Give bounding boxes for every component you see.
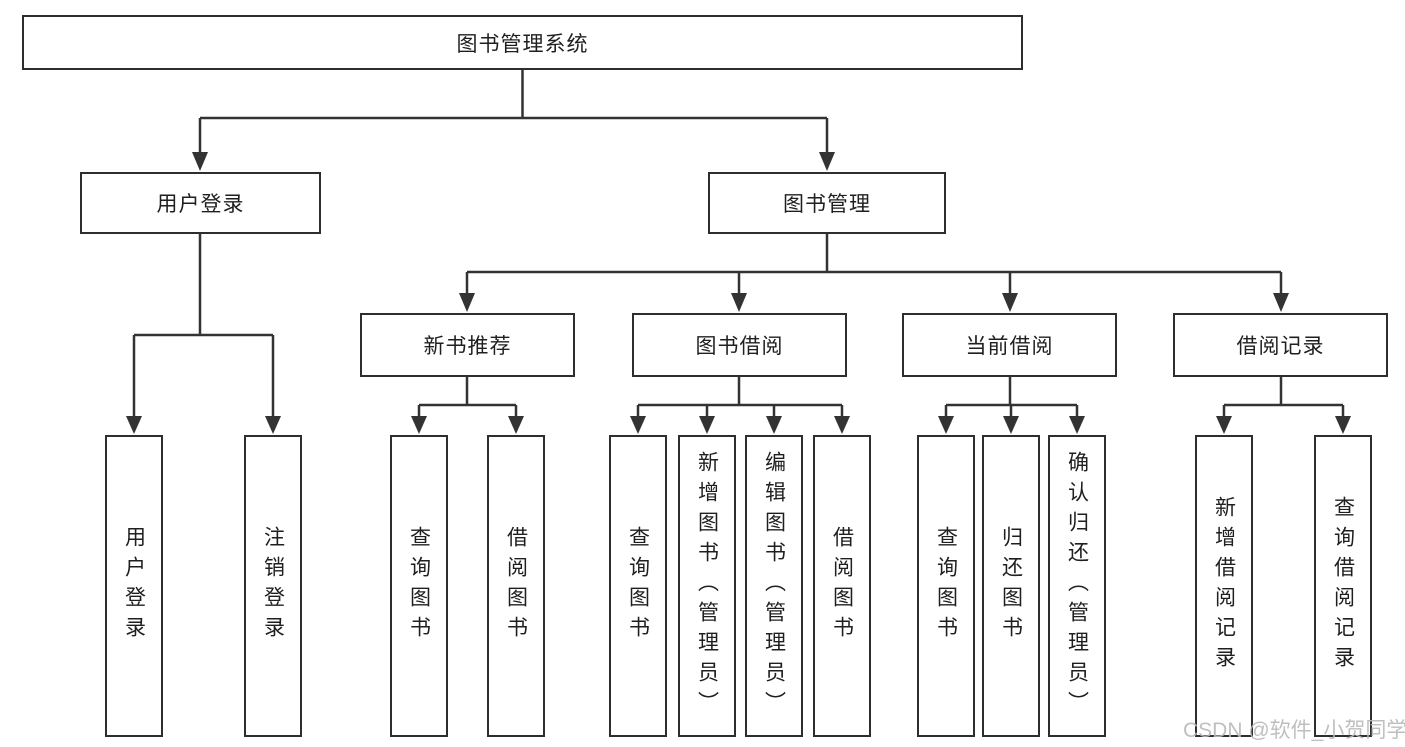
leaf-query-book-2-label: 查询图书 bbox=[626, 526, 650, 646]
leaf-query-borrow-record-label: 查询借阅记录 bbox=[1331, 496, 1355, 676]
leaf-query-borrow-record: 查询借阅记录 bbox=[1314, 435, 1372, 737]
node-borrow-records-label: 借阅记录 bbox=[1236, 335, 1325, 358]
node-book-management-label: 图书管理 bbox=[783, 193, 871, 216]
node-current-borrow: 当前借阅 bbox=[902, 313, 1117, 377]
leaf-query-book-3-label: 查询图书 bbox=[934, 526, 958, 646]
node-user-login-label: 用户登录 bbox=[156, 193, 245, 216]
node-borrow-records: 借阅记录 bbox=[1173, 313, 1388, 377]
leaf-add-book-admin-label: 新增图书（管理员） bbox=[695, 451, 719, 721]
leaf-query-book-1-label: 查询图书 bbox=[407, 526, 431, 646]
leaf-borrow-book-1: 借阅图书 bbox=[487, 435, 545, 737]
node-new-book-recommend: 新书推荐 bbox=[360, 313, 575, 377]
node-root: 图书管理系统 bbox=[22, 15, 1023, 70]
node-root-label: 图书管理系统 bbox=[456, 32, 589, 56]
leaf-confirm-return-admin-label: 确认归还（管理员） bbox=[1065, 451, 1089, 721]
leaf-add-borrow-record: 新增借阅记录 bbox=[1195, 435, 1253, 737]
leaf-borrow-book-1-label: 借阅图书 bbox=[504, 526, 528, 646]
leaf-logout-label: 注销登录 bbox=[261, 526, 285, 646]
node-book-borrow-label: 图书借阅 bbox=[695, 335, 784, 358]
leaf-user-login-label: 用户登录 bbox=[122, 526, 146, 646]
node-book-borrow: 图书借阅 bbox=[632, 313, 847, 377]
leaf-user-login: 用户登录 bbox=[105, 435, 163, 737]
node-user-login: 用户登录 bbox=[80, 172, 321, 234]
leaf-query-book-2: 查询图书 bbox=[609, 435, 667, 737]
leaf-borrow-book-2: 借阅图书 bbox=[813, 435, 871, 737]
leaf-query-book-3: 查询图书 bbox=[917, 435, 975, 737]
leaf-return-book-label: 归还图书 bbox=[999, 526, 1023, 646]
leaf-add-borrow-record-label: 新增借阅记录 bbox=[1212, 496, 1236, 676]
leaf-borrow-book-2-label: 借阅图书 bbox=[830, 526, 854, 646]
node-current-borrow-label: 当前借阅 bbox=[965, 335, 1054, 358]
leaf-edit-book-admin-label: 编辑图书（管理员） bbox=[762, 451, 786, 721]
leaf-confirm-return-admin: 确认归还（管理员） bbox=[1048, 435, 1106, 737]
leaf-logout: 注销登录 bbox=[244, 435, 302, 737]
node-book-management: 图书管理 bbox=[708, 172, 946, 234]
leaf-edit-book-admin: 编辑图书（管理员） bbox=[745, 435, 803, 737]
leaf-return-book: 归还图书 bbox=[982, 435, 1040, 737]
node-new-book-recommend-label: 新书推荐 bbox=[423, 335, 512, 358]
leaf-query-book-1: 查询图书 bbox=[390, 435, 448, 737]
csdn-watermark: CSDN @软件_小贺同学 bbox=[1183, 719, 1405, 742]
leaf-add-book-admin: 新增图书（管理员） bbox=[678, 435, 736, 737]
